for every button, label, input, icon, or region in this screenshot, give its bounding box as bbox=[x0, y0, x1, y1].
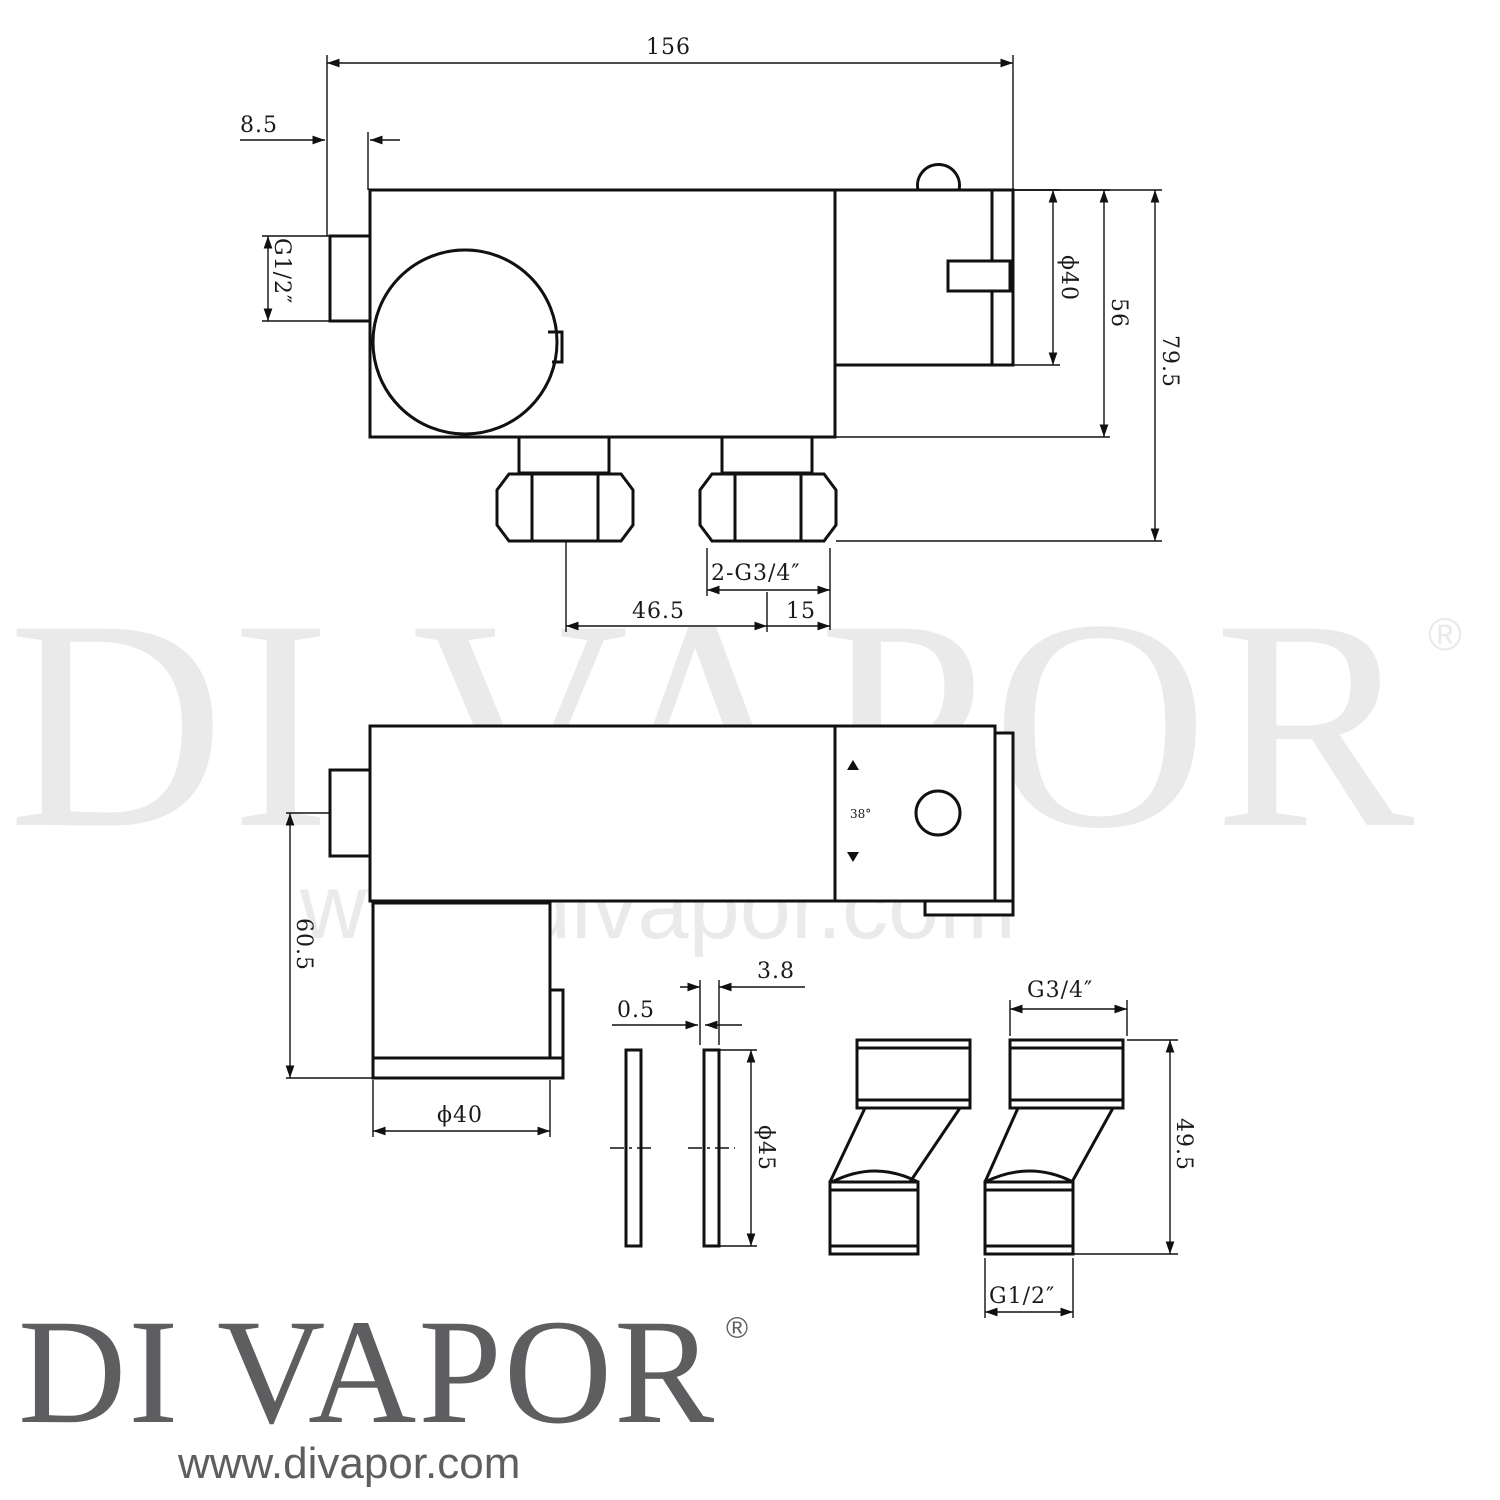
dim-elbow-height: 49.5 bbox=[1171, 1118, 1196, 1171]
dim-depth: 60.5 bbox=[291, 918, 316, 971]
dim-total-height: 79.5 bbox=[1157, 335, 1182, 388]
dim-elbow-thread-bottom: G1/2″ bbox=[989, 1284, 1055, 1309]
dim-overall-length: 156 bbox=[646, 35, 691, 60]
plan-handle bbox=[833, 724, 997, 903]
dim-washer-thick-a: 0.5 bbox=[617, 998, 655, 1023]
inlet-nut-left bbox=[495, 435, 635, 543]
watermark-registered-mark: ® bbox=[1428, 608, 1462, 660]
dim-inlet-spacing: 46.5 bbox=[632, 599, 685, 624]
washers: 3.8 0.5 ϕ45 bbox=[610, 959, 805, 1248]
handle-lever bbox=[946, 259, 1012, 293]
dim-handle-diameter: ϕ40 bbox=[1056, 255, 1081, 301]
dim-outlet-thread: G1/2″ bbox=[269, 238, 294, 304]
dim-elbow-thread-top: G3/4″ bbox=[1027, 978, 1093, 1003]
dim-washer-thick-b: 3.8 bbox=[757, 959, 795, 984]
brand-logo: DI VAPOR ® www.divapor.com bbox=[18, 1289, 748, 1488]
plan-lower-block bbox=[371, 901, 552, 1080]
dim-rotation-angle: 38° bbox=[850, 807, 871, 821]
handle-knob bbox=[916, 162, 961, 192]
dim-body-height: 56 bbox=[1106, 298, 1131, 328]
logo-brand: DI VAPOR bbox=[18, 1289, 716, 1455]
dim-inlet-threads: 2-G3/4″ bbox=[711, 561, 801, 586]
dim-washer-diameter: ϕ45 bbox=[753, 1125, 778, 1171]
eccentric-elbows: G3/4″ 49.5 G1/2″ bbox=[828, 978, 1196, 1318]
logo-url: www.divapor.com bbox=[177, 1439, 520, 1488]
elbow-right bbox=[983, 1038, 1125, 1256]
plan-body bbox=[368, 724, 837, 903]
plan-knob bbox=[914, 789, 962, 837]
outlet-stub bbox=[328, 234, 372, 323]
dim-inlet-offset: 8.5 bbox=[240, 113, 278, 138]
logo-registered-mark: ® bbox=[726, 1312, 748, 1345]
plan-view: 38° 60.5 ϕ40 bbox=[285, 724, 1015, 1137]
plan-outlet-stub bbox=[328, 768, 372, 858]
dim-inlet-edge: 15 bbox=[786, 599, 816, 624]
elbow-left bbox=[828, 1038, 972, 1256]
dim-bottom-diameter: ϕ40 bbox=[437, 1103, 483, 1128]
inlet-nut-right bbox=[698, 435, 838, 543]
front-view: 156 8.5 G1/2″ ϕ40 56 79.5 2-G3/4″ bbox=[240, 35, 1182, 632]
